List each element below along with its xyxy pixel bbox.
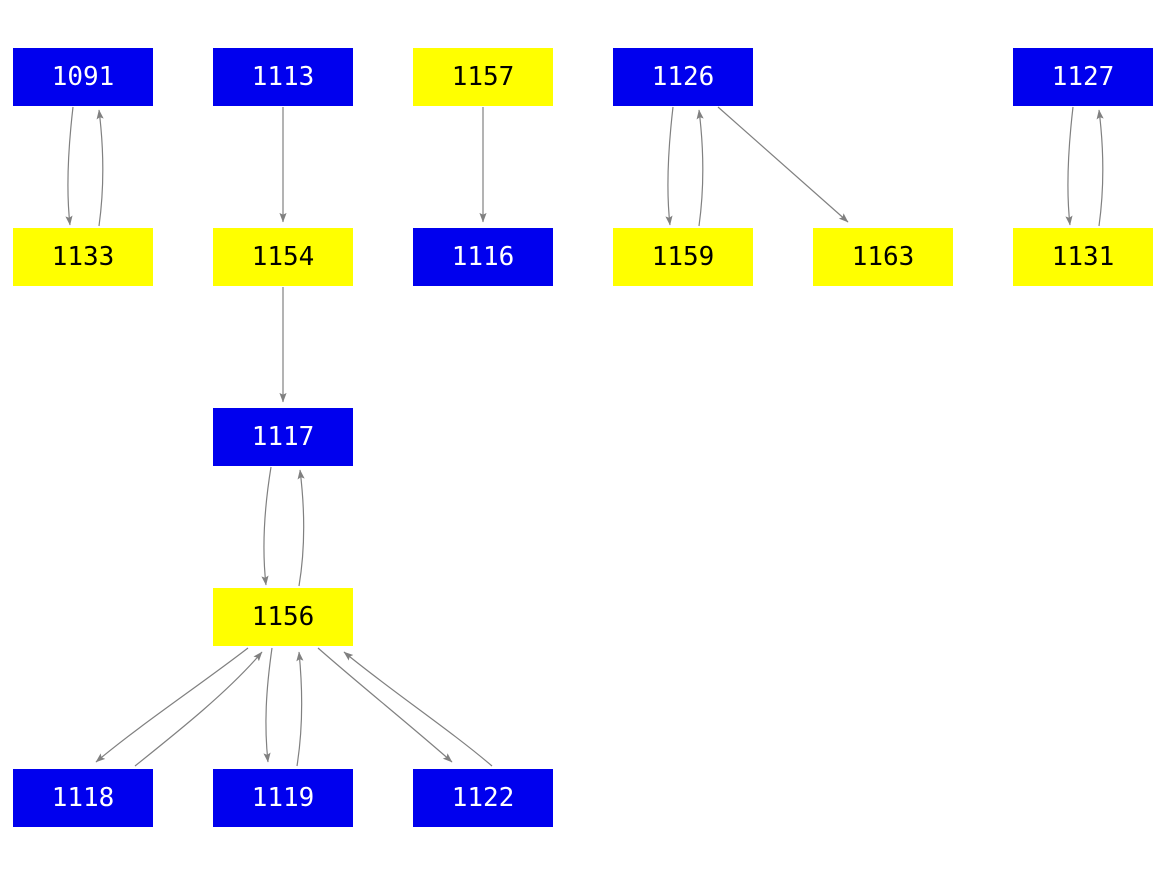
graph-node-label: 1127 <box>1051 62 1115 92</box>
graph-edge-1126-to-1159 <box>665 106 674 226</box>
graph-node-1118[interactable]: 1118 <box>13 769 153 827</box>
graph-node-1154[interactable]: 1154 <box>213 228 353 286</box>
graph-node-1113[interactable]: 1113 <box>213 48 353 106</box>
graph-node-label: 1113 <box>251 62 315 92</box>
graph-node-1117[interactable]: 1117 <box>213 408 353 466</box>
graph-node-label: 1156 <box>251 602 315 632</box>
graph-node-label: 1119 <box>251 783 315 813</box>
graph-edge-1156-to-1117 <box>297 469 305 587</box>
graph-edge-1126-to-1163 <box>717 106 849 223</box>
graph-edge-1156-to-1119 <box>263 647 273 763</box>
graph-node-label: 1163 <box>851 242 915 272</box>
graph-edge-1159-to-1126 <box>696 109 704 227</box>
graph-node-1133[interactable]: 1133 <box>13 228 153 286</box>
graph-node-1119[interactable]: 1119 <box>213 769 353 827</box>
graph-node-label: 1126 <box>651 62 715 92</box>
graph-node-label: 1131 <box>1051 242 1115 272</box>
graph-edge-1156-to-1118 <box>95 647 249 763</box>
graph-edge-1133-to-1091 <box>96 109 104 227</box>
graph-node-label: 1159 <box>651 242 715 272</box>
graph-node-1126[interactable]: 1126 <box>613 48 753 106</box>
graph-edge-1131-to-1127 <box>1096 109 1104 227</box>
graph-node-1156[interactable]: 1156 <box>213 588 353 646</box>
graph-edge-1122-to-1156 <box>343 651 493 767</box>
graph-node-label: 1116 <box>451 242 515 272</box>
graph-edge-1156-to-1122 <box>317 647 453 763</box>
graph-node-label: 1122 <box>451 783 515 813</box>
graph-node-label: 1154 <box>251 242 315 272</box>
graph-node-1157[interactable]: 1157 <box>413 48 553 106</box>
graph-node-1091[interactable]: 1091 <box>13 48 153 106</box>
graph-node-1163[interactable]: 1163 <box>813 228 953 286</box>
graph-edge-1127-to-1131 <box>1065 106 1074 226</box>
graph-node-1131[interactable]: 1131 <box>1013 228 1153 286</box>
graph-node-1127[interactable]: 1127 <box>1013 48 1153 106</box>
graph-node-label: 1091 <box>51 62 115 92</box>
graph-edge-1091-to-1133 <box>65 106 74 226</box>
graph-node-label: 1157 <box>451 62 515 92</box>
graph-edge-1119-to-1156 <box>296 651 304 767</box>
graph-node-1122[interactable]: 1122 <box>413 769 553 827</box>
graph-node-label: 1117 <box>251 422 315 452</box>
graph-node-label: 1133 <box>51 242 115 272</box>
graph-node-label: 1118 <box>51 783 115 813</box>
graph-edge-1117-to-1156 <box>261 466 272 586</box>
graph-node-1116[interactable]: 1116 <box>413 228 553 286</box>
graph-node-1159[interactable]: 1159 <box>613 228 753 286</box>
graph-edge-1118-to-1156 <box>134 651 263 767</box>
